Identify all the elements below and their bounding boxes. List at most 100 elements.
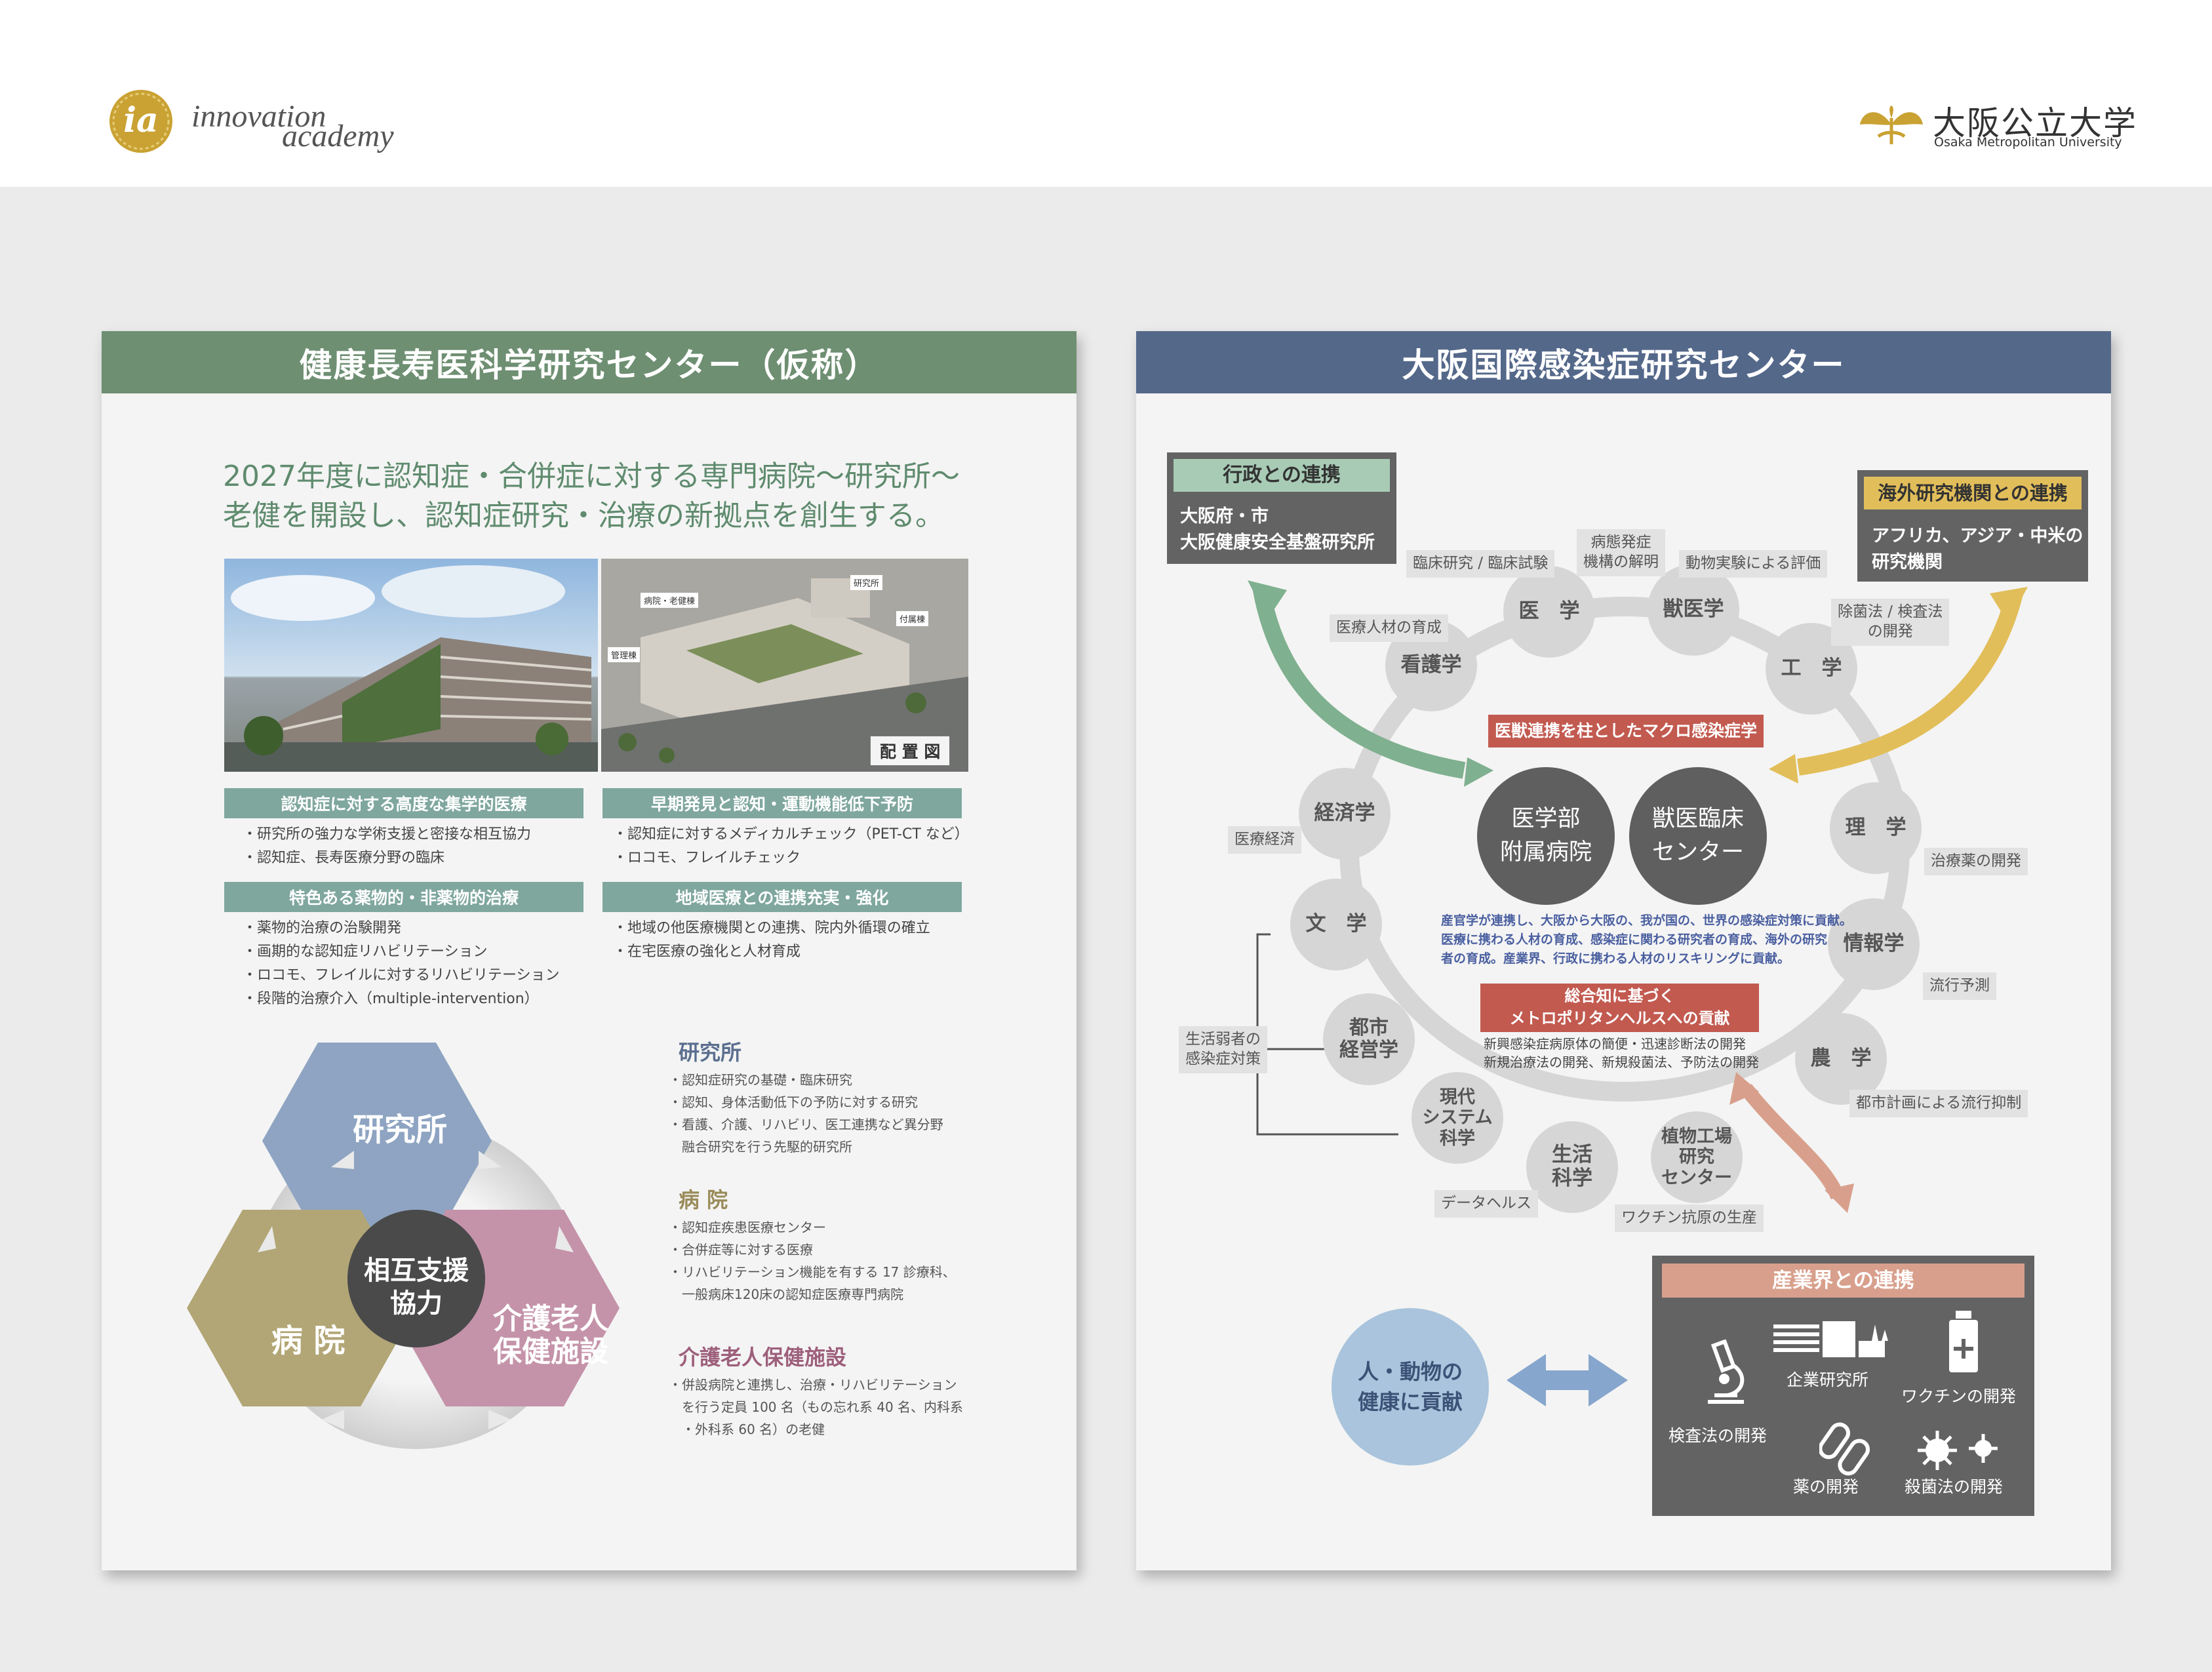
- field-plant-factory: 植物工場研究センター: [1651, 1111, 1743, 1203]
- plant-line-1: 植物工場: [1661, 1126, 1732, 1147]
- vet-line-2: センター: [1651, 839, 1744, 866]
- label-admin: 管理棟: [608, 647, 641, 662]
- hexagon-diagram: [187, 1043, 620, 1449]
- germ-icon: [1918, 1431, 1998, 1470]
- macro-label: 医獣連携を柱としたマクロ感染症学: [1488, 715, 1764, 747]
- tag-vaccine-antigen: ワクチン抗原の生産: [1615, 1204, 1764, 1232]
- list-item: ・地域の他医療機関との連携、院内外循環の確立: [613, 920, 930, 936]
- field-urban-management: 都市経営学: [1323, 993, 1415, 1085]
- hex-label-hospital: 病 院: [271, 1323, 346, 1359]
- overseas-line-1: アフリカ、アジア・中米の: [1872, 526, 2084, 546]
- list-item: 一般病床120床の認知症医療専門病院: [669, 1286, 904, 1302]
- gov-line-2: 大阪健康安全基盤研究所: [1180, 532, 1375, 553]
- plant-line-3: センター: [1661, 1167, 1732, 1188]
- left-panel: 健康長寿医科学研究センター（仮称） 2027年度に認知症・合併症に対する専門病院…: [102, 331, 1076, 1570]
- university-name-jp: 大阪公立大学: [1933, 104, 2137, 142]
- field-life-science: 生活科学: [1526, 1121, 1618, 1213]
- lead-line-1: 2027年度に認知症・合併症に対する専門病院〜研究所〜: [223, 460, 960, 493]
- gov-collaboration-box: 行政との連携 大阪府・市 大阪健康安全基盤研究所: [1167, 452, 1396, 564]
- label-lab: 研究所: [850, 575, 883, 590]
- role-list-hospital: ・認知症疾患医療センター ・合併症等に対する医療 ・リハビリテーション機能を有す…: [669, 1216, 956, 1305]
- building-illustration: [224, 565, 598, 772]
- list-item: を行う定員 100 名（もの忘れ系 40 名、内科系: [669, 1399, 964, 1415]
- metro-detail-2: 新規治療法の開発、新規殺菌法、予防法の開発: [1484, 1054, 1759, 1070]
- metro-line-1: 総合知に基づく: [1564, 987, 1675, 1005]
- list-item: ・在宅医療の強化と人材育成: [613, 944, 801, 960]
- tag-vulnerable-line-1: 生活弱者の: [1185, 1031, 1261, 1048]
- building-rendering-image: [224, 559, 598, 772]
- tag-vulnerable-line-2: 感染症対策: [1185, 1050, 1261, 1067]
- list-item: ・研究所の強力な学術支援と密接な相互協力: [243, 826, 532, 843]
- overseas-line-2: 研究機関: [1872, 552, 1943, 572]
- field-literature: 文 学: [1290, 879, 1382, 970]
- hex-label-care-2: 保健施設: [493, 1335, 608, 1368]
- tag-animal-experiments: 動物実験による評価: [1679, 550, 1828, 578]
- feature-list-1: ・研究所の強力な学術支援と密接な相互協力 ・認知症、長寿医療分野の臨床: [243, 823, 531, 870]
- field-informatics: 情報学: [1828, 898, 1920, 990]
- role-title-lab: 研究所: [679, 1040, 742, 1065]
- university-name-en: Osaka Metropolitan University: [1934, 135, 2122, 149]
- mutual-arrows: [258, 1151, 574, 1429]
- role-title-care: 介護老人保健施設: [679, 1345, 847, 1370]
- tag-vulnerable: 生活弱者の感染症対策: [1179, 1026, 1267, 1073]
- list-item: ・ロコモ、フレイルチェック: [613, 850, 801, 866]
- plant-line-2: 研究: [1679, 1147, 1714, 1168]
- tag-medical-economics: 医療経済: [1228, 826, 1301, 854]
- vaccine-vial-icon: [1949, 1311, 1978, 1372]
- microscope-icon: [1708, 1340, 1745, 1404]
- metro-detail-1: 新興感染症病原体の簡便・迅速診断法の開発: [1484, 1036, 1746, 1052]
- list-item: ・外科系 60 名）の老健: [669, 1422, 825, 1437]
- overseas-collaboration-box: 海外研究機関との連携 アフリカ、アジア・中米の 研究機関: [1857, 470, 2088, 582]
- list-item: ・リハビリテーション機能を有する 17 診療科、: [669, 1264, 956, 1280]
- desc-line-2: 医療に携わる人材の育成、感染症に関わる研究者の育成、海外の研究: [1441, 932, 1828, 947]
- field-veterinary: 獣医学: [1648, 564, 1739, 656]
- tag-decon-line-1: 除菌法 / 検査法: [1838, 603, 1943, 620]
- metro-line-2: メトロポリタンヘルスへの貢献: [1509, 1009, 1730, 1027]
- industry-title: 産業界との連携: [1662, 1264, 2024, 1298]
- omu-logo: [1859, 98, 1924, 151]
- list-item: ・認知、身体活動低下の予防に対する研究: [669, 1094, 918, 1110]
- overseas-title: 海外研究機関との連携: [1864, 477, 2082, 509]
- ia-logo: ia: [105, 89, 177, 154]
- list-item: 融合研究を行う先駆的研究所: [669, 1139, 852, 1155]
- hex-label-care-1: 介護老人: [493, 1302, 608, 1336]
- field-agriculture: 農 学: [1795, 1013, 1887, 1105]
- field-medicine: 医 学: [1503, 566, 1595, 658]
- life-line-1: 生活: [1552, 1143, 1592, 1167]
- right-panel: 大阪国際感染症研究センター 行政との連携 大阪府・市 大阪健康安全基盤研究所 海…: [1136, 331, 2111, 1570]
- industry-collaboration-box: 産業界との連携: [1652, 1256, 2034, 1516]
- feature-title-1: 認知症に対する高度な集学的医療: [224, 788, 583, 818]
- desc-line-3: 者の育成。産業界、行政に携わる人材のリスキリングに貢献。: [1441, 951, 1790, 966]
- feature-list-3: ・薬物的治療の治験開発 ・画期的な認知症リハビリテーション ・ロコモ、フレイルに…: [243, 917, 560, 1011]
- field-science: 理 学: [1830, 782, 1922, 874]
- tag-city-planning: 都市計画による流行抑制: [1849, 1090, 2028, 1117]
- contribution-line-1: 人・動物の: [1357, 1359, 1463, 1384]
- modern-line-2: システム: [1422, 1107, 1493, 1128]
- feature-title-3: 特色ある薬物的・非薬物的治療: [224, 882, 583, 912]
- pill-icon: [1819, 1422, 1870, 1476]
- ginkgo-logo-icon: [1860, 106, 1923, 144]
- tag-hr-development: 医療人材の育成: [1330, 614, 1448, 642]
- list-item: ・看護、介護、リハビリ、医工連携など異分野: [669, 1117, 943, 1132]
- metro-details: 新興感染症病原体の簡便・迅速診断法の開発 新規治療法の開発、新規殺菌法、予防法の…: [1484, 1035, 1759, 1071]
- industry-vaccine-dev: ワクチンの開発: [1901, 1387, 2017, 1406]
- vet-line-1: 獣医臨床: [1651, 806, 1744, 833]
- tag-patho-line-1: 病態発症: [1590, 534, 1651, 551]
- left-panel-title: 健康長寿医科学研究センター（仮称）: [102, 331, 1076, 393]
- hex-label-lab: 研究所: [352, 1111, 447, 1148]
- center-circle: [347, 1210, 485, 1347]
- tag-decontamination: 除菌法 / 検査法の開発: [1831, 599, 1950, 646]
- feature-title-2: 早期発見と認知・運動機能低下予防: [602, 788, 962, 818]
- hexagon-lab: [262, 1043, 492, 1239]
- list-item: ・ロコモ、フレイルに対するリハビリテーション: [243, 967, 560, 984]
- label-annex: 付属棟: [896, 611, 929, 626]
- urban-line-1: 都市: [1349, 1016, 1389, 1039]
- field-economics: 経済学: [1299, 768, 1391, 860]
- contribution-line-2: 健康に貢献: [1357, 1389, 1463, 1414]
- label-site-plan: 配 置 図: [870, 736, 951, 766]
- life-line-2: 科学: [1552, 1166, 1592, 1190]
- tag-decon-line-2: の開発: [1867, 622, 1913, 640]
- hospital-circle: 医学部附属病院: [1477, 767, 1615, 905]
- gov-line-1: 大阪府・市: [1180, 506, 1269, 527]
- industry-medicine-dev: 薬の開発: [1793, 1477, 1859, 1496]
